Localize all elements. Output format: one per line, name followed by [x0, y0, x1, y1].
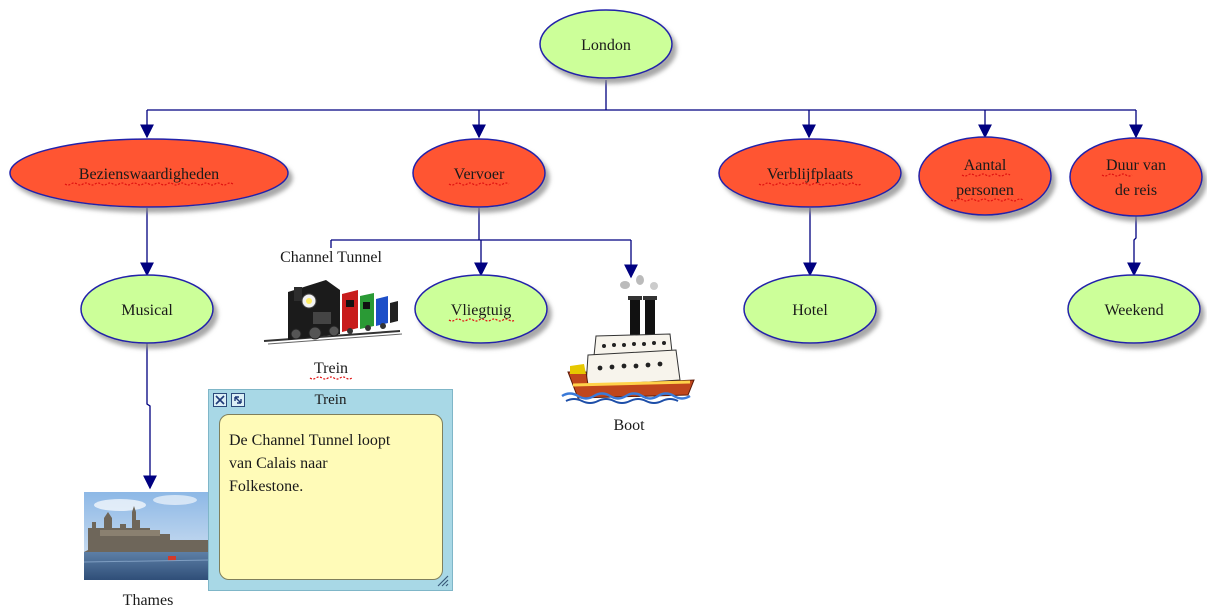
node-london[interactable]: London — [539, 9, 673, 79]
expand-icon — [234, 396, 242, 404]
node-musical[interactable]: Musical — [80, 274, 214, 344]
node-bezienswaardigheden[interactable]: Bezienswaardigheden — [9, 138, 289, 208]
node-weekend[interactable]: Weekend — [1067, 274, 1201, 344]
node-train[interactable]: Channel Tunnel Trein — [263, 249, 403, 380]
thames-caption: Thames — [123, 592, 174, 607]
connectors — [140, 80, 1143, 490]
node-verblijfplaats[interactable]: Verblijfplaats — [718, 138, 902, 208]
spellcheck-underline — [961, 173, 1011, 177]
node-weekend-label: Weekend — [1104, 302, 1163, 319]
note-expand-button[interactable] — [231, 393, 245, 407]
node-vliegtuig-label: Vliegtuig — [451, 302, 511, 319]
spellcheck-underline — [448, 318, 516, 322]
node-verblijfplaats-label: Verblijfplaats — [767, 166, 853, 183]
spellcheck-underline — [758, 182, 862, 186]
node-vliegtuig[interactable]: Vliegtuig — [414, 274, 548, 344]
node-hotel-label: Hotel — [792, 302, 828, 319]
node-aantal-line1: Aantal — [964, 157, 1007, 174]
train-caption: Trein — [314, 360, 348, 377]
boat-caption: Boot — [613, 417, 645, 434]
note-close-button[interactable] — [213, 393, 227, 407]
steamboat-icon — [561, 275, 695, 404]
node-vervoer-label: Vervoer — [454, 166, 505, 183]
note-title: Trein — [314, 392, 347, 408]
resize-grip-icon[interactable] — [435, 573, 449, 587]
note-text-line: van Calais naar — [229, 455, 328, 472]
node-hotel[interactable]: Hotel — [743, 274, 877, 344]
node-musical-label: Musical — [121, 302, 173, 319]
node-bezienswaardigheden-label: Bezienswaardigheden — [79, 166, 219, 183]
spellcheck-underline — [950, 198, 1024, 202]
node-duur-van-de-reis[interactable]: Duur van de reis — [1069, 137, 1203, 217]
node-vervoer[interactable]: Vervoer — [412, 138, 546, 208]
node-aantal-personen[interactable]: Aantal personen — [918, 136, 1052, 216]
close-icon — [215, 395, 225, 405]
node-london-label: London — [581, 37, 631, 54]
note-titlebar[interactable]: Trein — [209, 390, 452, 412]
train-topic-label: Channel Tunnel — [280, 249, 382, 266]
spellcheck-underline — [448, 182, 510, 186]
node-aantal-line2: personen — [956, 182, 1014, 199]
node-duur-line1: Duur van — [1106, 157, 1166, 174]
node-thames[interactable]: Thames — [83, 492, 211, 607]
spellcheck-underline — [64, 182, 234, 186]
note-body[interactable]: De Channel Tunnel loopt van Calais naar … — [219, 414, 443, 580]
note-text-line: Folkestone. — [229, 478, 304, 495]
thames-photo — [83, 492, 211, 580]
train-icon — [263, 280, 403, 345]
note-text-line: De Channel Tunnel loopt — [229, 432, 391, 449]
node-duur-line2: de reis — [1115, 182, 1157, 199]
connector-to-weekend — [1127, 216, 1141, 277]
spellcheck-underline — [309, 376, 353, 380]
connector-to-thames — [143, 342, 157, 490]
node-boat[interactable]: Boot — [561, 275, 695, 434]
spellcheck-underline — [1101, 173, 1133, 177]
note-window[interactable]: Trein De Channel Tunnel loopt van Calais… — [208, 389, 453, 591]
